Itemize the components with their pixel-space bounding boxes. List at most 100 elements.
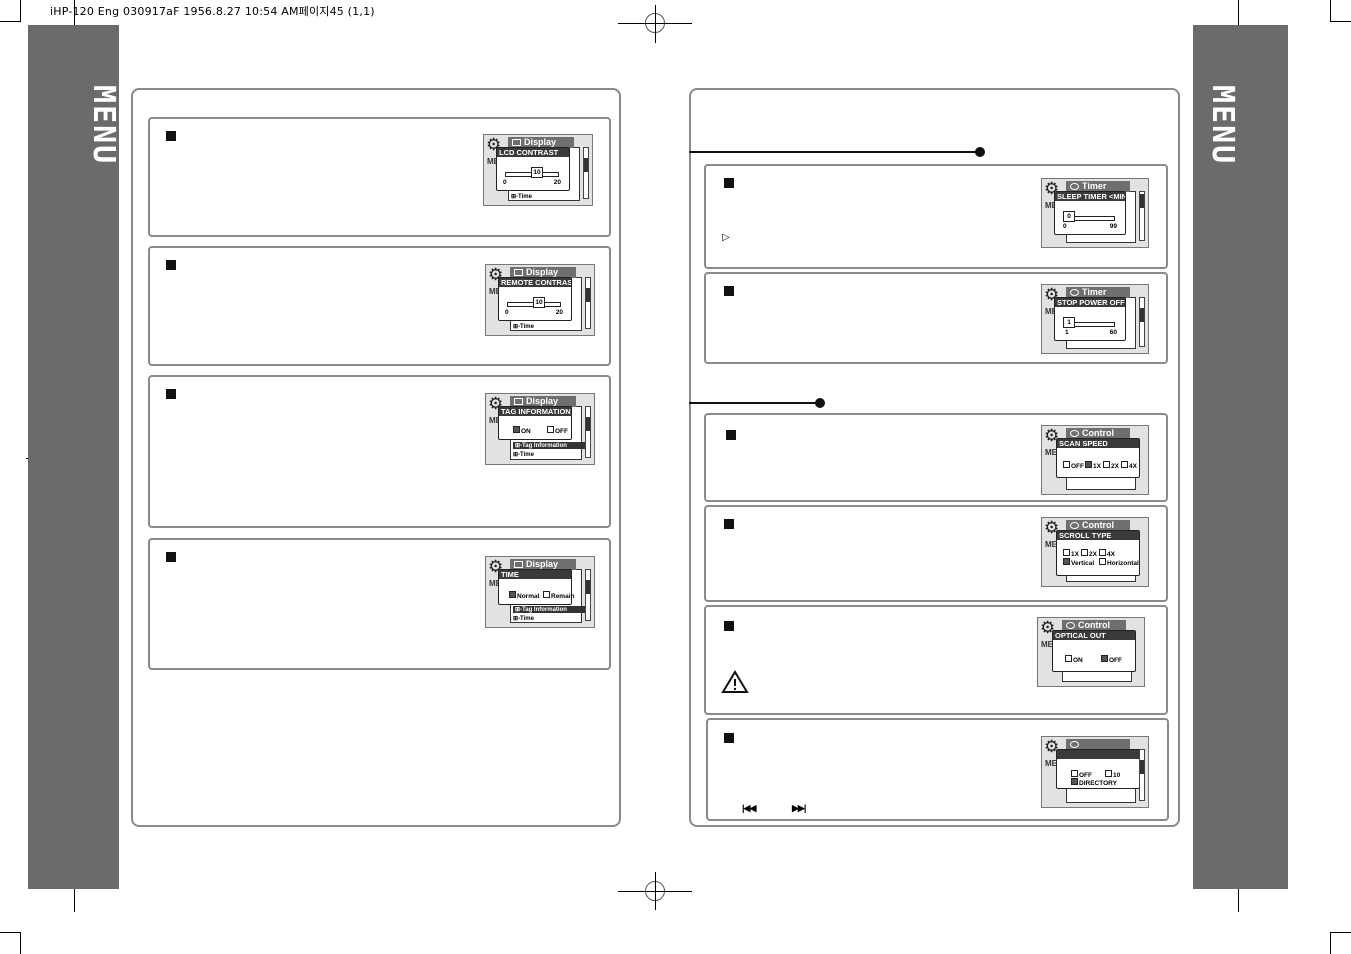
option-2x: 2X	[1081, 549, 1097, 558]
checkbox-checked-icon	[1085, 461, 1092, 468]
screen-me-label: ME	[489, 579, 501, 588]
setting-box-tag-information: ⚙ ME Display TAG INFORMATION ON OFF ⊞-Ta…	[148, 375, 611, 528]
bullet-square	[724, 733, 734, 743]
dialog-title: OPTICAL OUT	[1053, 631, 1135, 640]
bullet-square	[166, 260, 176, 270]
screen-menu-title: Display	[510, 559, 576, 570]
slider-max: 20	[553, 179, 561, 186]
option-vertical: Vertical	[1063, 558, 1094, 567]
option-on: ON	[513, 426, 531, 435]
time-screen: ⚙ ME Display TIME Normal Remain ⊞-Tag In…	[485, 556, 595, 628]
crop-mark	[0, 21, 20, 22]
checkbox-icon	[1121, 461, 1128, 468]
slider-min: 0	[503, 179, 507, 186]
crop-mark	[20, 0, 21, 22]
setting-box-optical-out: ⚙ ME Control OPTICAL OUT ON OFF	[704, 605, 1168, 715]
display-icon	[514, 561, 523, 568]
bullet-square	[166, 389, 176, 399]
side-tab-left: MENU	[28, 25, 121, 889]
dialog-title: SCROLL TYPE	[1057, 531, 1139, 540]
display-icon	[512, 139, 521, 146]
screen-menu-title: Control	[1062, 620, 1126, 631]
checkbox-icon	[543, 591, 550, 598]
screen-menu-title: Display	[510, 267, 576, 278]
scrollbar	[583, 147, 589, 199]
option-directory: DIRECTORY	[1071, 778, 1117, 787]
screen-menu-title: Control	[1066, 520, 1130, 531]
dialog: OFF 10 DIRECTORY	[1056, 749, 1140, 789]
dialog: REMOTE CONTRAST 10 0 20	[498, 277, 572, 321]
dialog-title: TIME	[499, 570, 571, 579]
bullet-square	[726, 430, 736, 440]
slider-max: 20	[555, 309, 563, 316]
checkbox-icon	[1105, 770, 1112, 777]
option-1x: 1X	[1085, 461, 1101, 470]
dialog-title: STOP POWER OFF <MIN>	[1055, 298, 1125, 307]
optical-out-screen: ⚙ ME Control OPTICAL OUT ON OFF	[1037, 617, 1145, 687]
screen-menu-title: Timer	[1066, 287, 1130, 298]
bullet-square	[724, 519, 734, 529]
dialog-title	[1057, 750, 1139, 759]
dialog: SCAN SPEED OFF 1X 2X 4X	[1056, 438, 1140, 478]
control-icon	[1066, 622, 1075, 629]
crop-mark	[1330, 0, 1331, 22]
setting-box-repeat: |◀◀ ▶▶| ⚙ ME OFF 10 DIRECTORY	[706, 718, 1169, 821]
option-off: OFF	[1063, 461, 1084, 470]
dialog-title: SLEEP TIMER <MIN>	[1055, 192, 1125, 201]
setting-box-time: ⚙ ME Display TIME Normal Remain ⊞-Tag In…	[148, 538, 611, 670]
option-normal: Normal	[509, 591, 539, 600]
scrollbar	[1139, 191, 1145, 241]
display-icon	[514, 398, 523, 405]
setting-box-remote-contrast: ⚙ ME Display REMOTE CONTRAST 10 0 20 ⊞-T…	[148, 246, 611, 366]
crop-mark	[655, 872, 656, 910]
tag-information-screen: ⚙ ME Display TAG INFORMATION ON OFF ⊞-Ta…	[485, 393, 595, 465]
dialog-title: REMOTE CONTRAST	[499, 278, 571, 287]
slider-min: 1	[1065, 329, 1069, 336]
checkbox-icon	[1099, 549, 1106, 556]
dialog-title: SCAN SPEED	[1057, 439, 1139, 448]
gear-icon: ⚙	[1044, 518, 1060, 537]
dialog: LCD CONTRAST 10 0 20	[496, 147, 570, 191]
bullet-square	[724, 286, 734, 296]
skip-back-icon: |◀◀	[742, 803, 756, 813]
option-on: ON	[1065, 655, 1083, 664]
display-icon	[514, 269, 523, 276]
checkbox-checked-icon	[1101, 655, 1108, 662]
clock-icon	[1070, 289, 1079, 296]
menu-row-time: ⊞-Time	[513, 616, 534, 622]
checkbox-icon	[547, 426, 554, 433]
menu-row-tag-information: ⊞-Tag Information	[513, 606, 586, 613]
skip-forward-icon: ▶▶|	[792, 803, 806, 813]
option-remain: Remain	[543, 591, 574, 600]
crop-mark	[1330, 932, 1331, 954]
section-dot	[975, 147, 985, 157]
slider-min: 0	[1063, 223, 1067, 230]
screen-me-label: ME	[1045, 201, 1057, 210]
setting-box-scroll-type: ⚙ ME Control SCROLL TYPE 1X 2X 4X Vertic…	[704, 505, 1168, 602]
section-dot	[815, 398, 825, 408]
crop-mark	[74, 0, 75, 42]
slider-knob: 10	[531, 167, 543, 178]
warning-triangle-icon	[721, 670, 749, 693]
menu-row-time: ⊞-Time	[513, 324, 534, 330]
setting-box-stop-power-off: ⚙ ME Timer STOP POWER OFF <MIN> 1 1 60	[704, 272, 1168, 364]
scrollbar	[585, 277, 591, 329]
checkbox-checked-icon	[513, 426, 520, 433]
crop-mark	[1330, 21, 1351, 22]
screen-menu-title: Display	[508, 137, 574, 148]
bullet-square	[166, 552, 176, 562]
option-1x: 1X	[1063, 549, 1079, 558]
slider-min: 0	[505, 309, 509, 316]
section-leader-line	[689, 151, 979, 153]
option-off: OFF	[1071, 770, 1092, 779]
dialog: TIME Normal Remain	[498, 569, 574, 605]
checkbox-checked-icon	[1071, 778, 1078, 785]
sleep-timer-screen: ⚙ ME Timer SLEEP TIMER <MIN> 0 0 99	[1041, 178, 1149, 248]
screen-me-label: ME	[1045, 759, 1057, 768]
side-tab-right: MENU	[1193, 25, 1288, 889]
menu-row-time: ⊞-Time	[513, 452, 534, 458]
scrollbar	[585, 569, 591, 621]
scan-speed-screen: ⚙ ME Control SCAN SPEED OFF 1X 2X 4X	[1041, 425, 1149, 495]
lcd-contrast-screen: ⚙ ME Display LCD CONTRAST 10 0 20 ⊞-Time	[483, 134, 593, 206]
checkbox-icon	[1065, 655, 1072, 662]
